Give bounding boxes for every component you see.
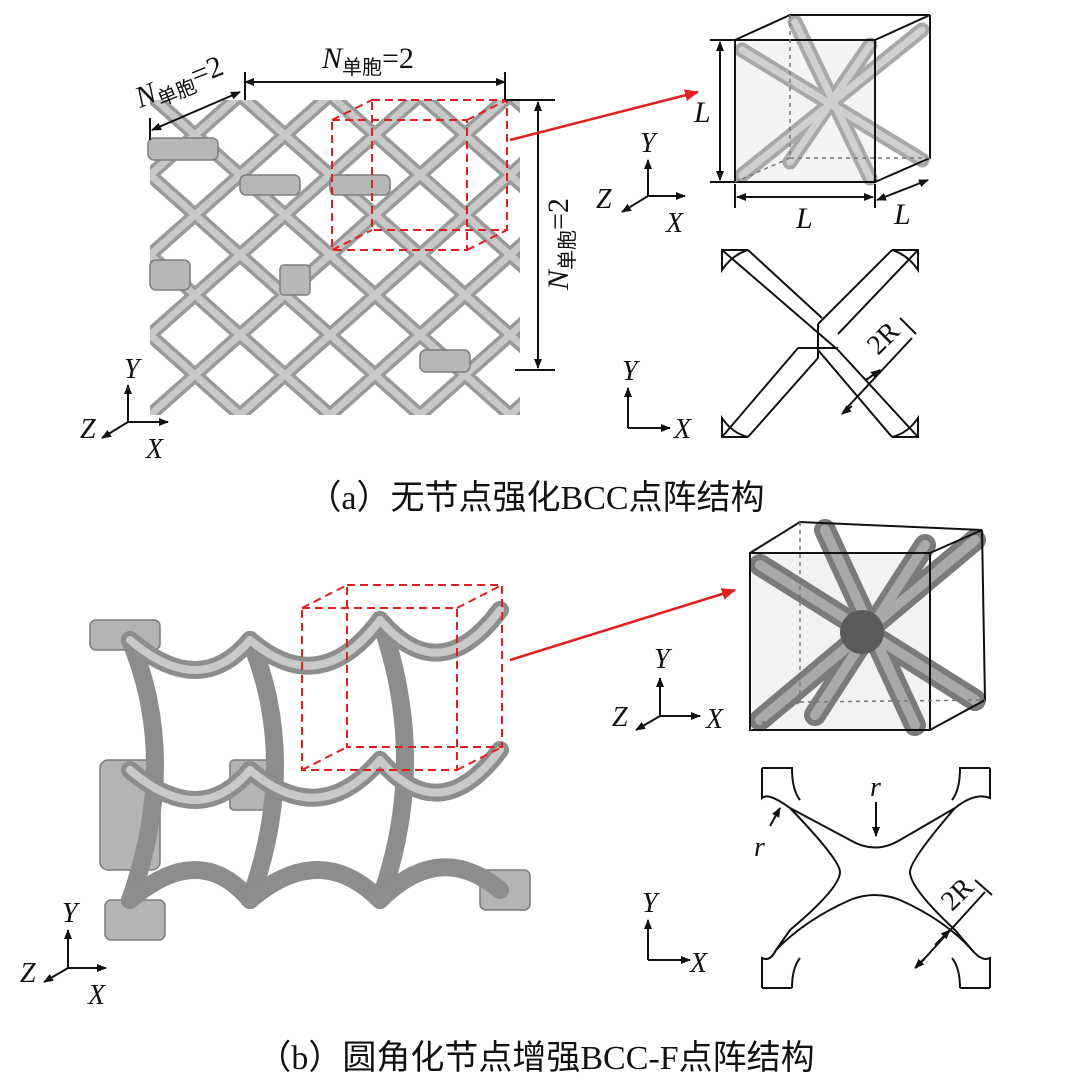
axis-x-label: X <box>705 704 724 735</box>
panel-a-zoom-arrow <box>509 89 699 142</box>
axis-x-label: X <box>689 948 708 979</box>
caption-b: （b）圆角化节点增强BCC-F点阵结构 <box>257 1040 815 1077</box>
axis-z-label: Z <box>80 414 96 445</box>
label-r-top: r <box>870 772 881 803</box>
section-label-2r: 2R <box>935 872 980 917</box>
panel-a-unit-cube <box>734 14 931 186</box>
panel-b-axes-cube <box>635 677 701 731</box>
panel-a-highlight-cell <box>331 99 508 251</box>
panel-a-axes-lattice <box>101 384 169 439</box>
axis-z-label: Z <box>20 958 36 989</box>
panel-a-lattice <box>147 100 520 415</box>
section-label-2r: 2R <box>861 316 906 361</box>
panel-b-highlight-cell <box>301 584 503 771</box>
panel-b-unit-cube <box>749 519 987 736</box>
dim-label-top: N单胞=2 <box>321 42 414 79</box>
axis-x-label: X <box>665 208 684 239</box>
axis-y-label: Y <box>622 356 641 387</box>
axis-z-label: Z <box>596 184 612 215</box>
axis-x-label: X <box>673 414 692 445</box>
axis-y-label: Y <box>640 128 659 159</box>
panel-a-axes-section <box>624 387 671 432</box>
axis-z-label: Z <box>612 702 628 733</box>
panel-b-cross-section <box>761 767 993 989</box>
panel-a-axes-cube <box>621 159 686 213</box>
label-r-left: r <box>754 832 765 863</box>
panel-b-axes-lattice <box>43 929 107 983</box>
axis-y-label: Y <box>642 888 661 919</box>
cube-label-l-bottom: L <box>795 202 813 235</box>
caption-a: （a）无节点强化BCC点阵结构 <box>307 480 765 517</box>
axis-y-label: Y <box>124 354 143 385</box>
panel-b-axes-section <box>644 919 691 964</box>
panel-a-dimensions <box>149 72 555 371</box>
panel-b-zoom-arrow <box>509 588 736 662</box>
axis-x-label: X <box>145 434 164 465</box>
cube-label-l-depth: L <box>893 198 911 231</box>
axis-x-label: X <box>87 980 106 1011</box>
panel-a-cross-section <box>721 249 919 438</box>
cube-label-l-left: L <box>693 96 711 129</box>
axis-y-label: Y <box>654 644 673 675</box>
axis-y-label: Y <box>62 898 81 929</box>
panel-b-lattice <box>89 601 531 941</box>
panel-a-cube-dims <box>710 39 929 208</box>
dim-label-right: N单胞=2 <box>542 198 579 291</box>
